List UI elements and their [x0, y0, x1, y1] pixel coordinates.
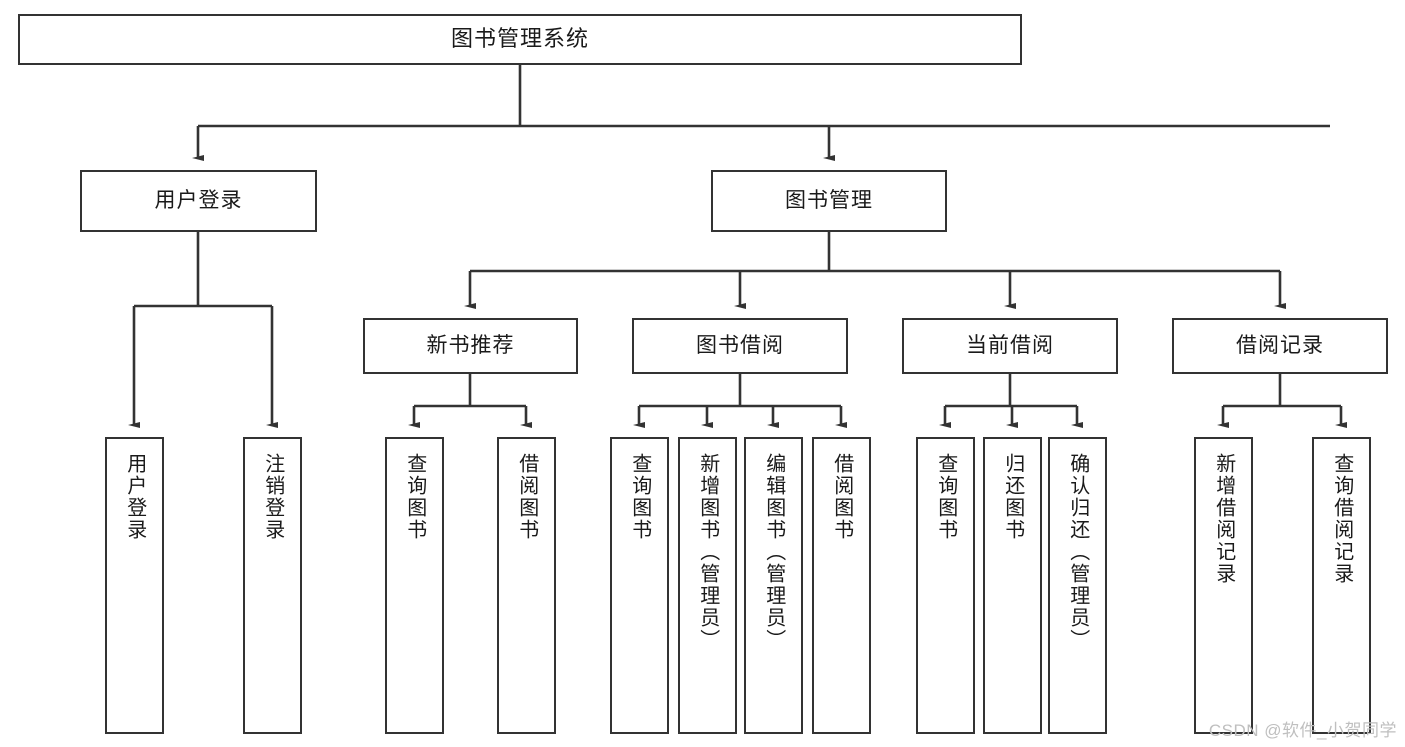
node-leaf-logout[interactable]: 注销登录 — [243, 437, 302, 734]
node-leaf-query-borrow-record-label: 查询借阅记录 — [1330, 453, 1353, 585]
node-leaf-query-book-2[interactable]: 查询图书 — [610, 437, 669, 734]
node-leaf-return-book[interactable]: 归还图书 — [983, 437, 1042, 734]
node-leaf-add-book-label: 新增图书（管理员） — [696, 453, 719, 651]
csdn-watermark: CSDN @软件_小贺同学 — [1208, 721, 1397, 740]
node-leaf-user-login[interactable]: 用户登录 — [105, 437, 164, 734]
node-new-book-recommend[interactable]: 新书推荐 — [363, 318, 578, 374]
node-leaf-edit-book[interactable]: 编辑图书（管理员） — [744, 437, 803, 734]
node-leaf-query-book-1-label: 查询图书 — [403, 453, 426, 541]
node-leaf-query-book-3[interactable]: 查询图书 — [916, 437, 975, 734]
node-leaf-confirm-return[interactable]: 确认归还（管理员） — [1048, 437, 1107, 734]
node-leaf-add-book[interactable]: 新增图书（管理员） — [678, 437, 737, 734]
node-leaf-borrow-book-2[interactable]: 借阅图书 — [812, 437, 871, 734]
node-leaf-query-book-3-label: 查询图书 — [934, 453, 957, 541]
node-leaf-borrow-book-2-label: 借阅图书 — [830, 453, 853, 541]
node-leaf-borrow-book-1-label: 借阅图书 — [515, 453, 538, 541]
node-leaf-query-book-2-label: 查询图书 — [628, 453, 651, 541]
node-leaf-query-borrow-record[interactable]: 查询借阅记录 — [1312, 437, 1371, 734]
node-leaf-edit-book-label: 编辑图书（管理员） — [762, 453, 785, 651]
node-leaf-borrow-book-1[interactable]: 借阅图书 — [497, 437, 556, 734]
node-leaf-return-book-label: 归还图书 — [1001, 453, 1024, 541]
node-book-borrow[interactable]: 图书借阅 — [632, 318, 848, 374]
node-leaf-confirm-return-label: 确认归还（管理员） — [1066, 453, 1089, 651]
node-leaf-logout-label: 注销登录 — [261, 453, 284, 541]
node-borrow-record[interactable]: 借阅记录 — [1172, 318, 1388, 374]
node-current-borrow[interactable]: 当前借阅 — [902, 318, 1118, 374]
node-leaf-user-login-label: 用户登录 — [123, 453, 146, 541]
node-leaf-query-book-1[interactable]: 查询图书 — [385, 437, 444, 734]
node-user-login[interactable]: 用户登录 — [80, 170, 317, 232]
node-leaf-add-borrow-record-label: 新增借阅记录 — [1212, 453, 1235, 585]
node-book-manage[interactable]: 图书管理 — [711, 170, 947, 232]
node-root-system[interactable]: 图书管理系统 — [18, 14, 1022, 65]
node-leaf-add-borrow-record[interactable]: 新增借阅记录 — [1194, 437, 1253, 734]
